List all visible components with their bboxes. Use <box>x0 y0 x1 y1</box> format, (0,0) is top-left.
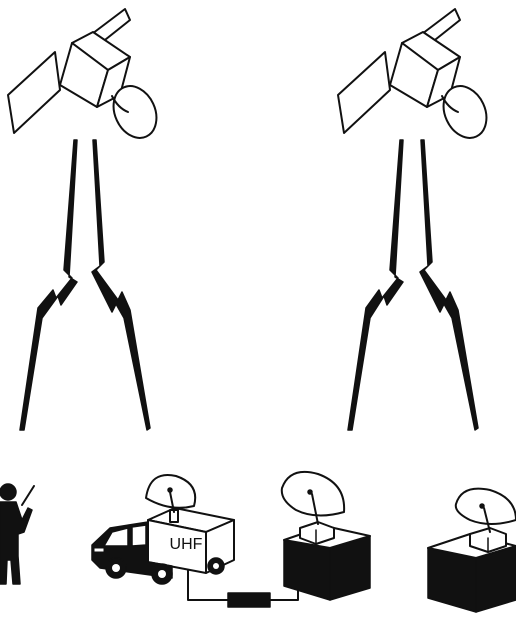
solar-panel-left <box>337 51 391 134</box>
uhf-truck-icon: UHF <box>91 474 235 585</box>
truck-uhf-label: UHF <box>170 536 203 553</box>
truck-dish <box>145 474 197 513</box>
satellite-icon-right <box>337 8 488 139</box>
ground-terminal-dish-icon-middle <box>280 470 371 601</box>
radio-link-right-b <box>419 139 479 431</box>
satellite-dish <box>442 85 488 139</box>
terminal-dish <box>454 487 516 533</box>
solar-panel-left <box>7 51 61 134</box>
ground-terminal-dish-icon-right <box>427 487 516 613</box>
radio-link-left-b <box>91 139 151 431</box>
radio-link-right-a <box>347 139 404 431</box>
soldier-with-radio-icon <box>0 483 35 585</box>
cable-connector-icon <box>187 569 299 608</box>
satellite-dish <box>112 85 158 139</box>
terminal-dish <box>280 470 346 525</box>
satellite-icon-left <box>7 8 158 139</box>
radio-link-left-a <box>19 139 78 431</box>
